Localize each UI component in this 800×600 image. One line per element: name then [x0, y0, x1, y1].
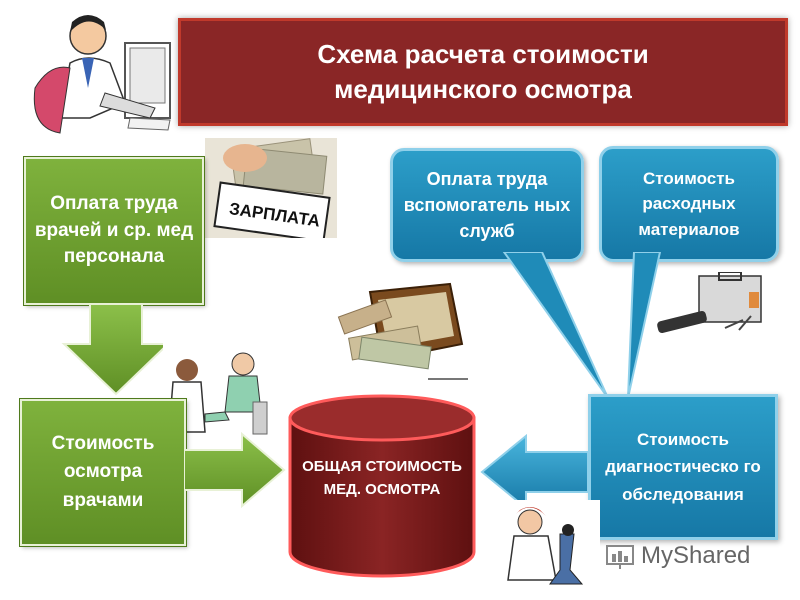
aux-salary-callout: Оплата труда вспомогатель ных служб: [390, 148, 584, 262]
total-cost-label: ОБЩАЯ СТОИМОСТЬ МЕД. ОСМОТРА: [302, 458, 462, 499]
diagram-title: Схема расчета стоимости медицинского осм…: [178, 18, 788, 126]
myshared-text: MyShared: [641, 542, 751, 569]
down-arrow: [61, 304, 171, 396]
exam-cost-box: Стоимость осмотра врачами: [20, 399, 186, 546]
left-arrow: [480, 434, 589, 510]
myshared-watermark: MyShared: [605, 538, 785, 574]
doctors-salary-box: Оплата труда врачей и ср. мед персонала: [24, 157, 204, 305]
diagnostics-label: Стоимость диагностическо го обследования: [605, 429, 761, 504]
clerk-illustration: [33, 15, 171, 134]
right-arrow: [184, 432, 286, 508]
exam-cost-label: Стоимость осмотра врачами: [51, 432, 155, 511]
salary-money-image: ЗАРПЛАТА: [205, 138, 337, 238]
myshared-logo-icon: [606, 545, 634, 569]
materials-callout: Стоимость расходных материалов: [599, 146, 779, 262]
aux-salary-label: Оплата труда вспомогатель ных служб: [403, 168, 571, 242]
title-line-1: Схема расчета стоимости: [317, 38, 649, 69]
doctors-salary-label: Оплата труда врачей и ср. мед персонала: [34, 192, 194, 268]
materials-label: Стоимость расходных материалов: [638, 168, 740, 239]
diagnostics-box: Стоимость диагностическо го обследования: [588, 394, 778, 540]
total-cost-cylinder: [288, 394, 476, 578]
title-line-2: медицинского осмотра: [334, 74, 632, 104]
medical-kit-illustration: [657, 272, 762, 334]
money-case-illustration: [337, 282, 468, 380]
materials-callout-tail: [627, 252, 662, 399]
scientist-microscope-illustration: [490, 500, 600, 596]
aux-callout-tail: [502, 252, 609, 399]
